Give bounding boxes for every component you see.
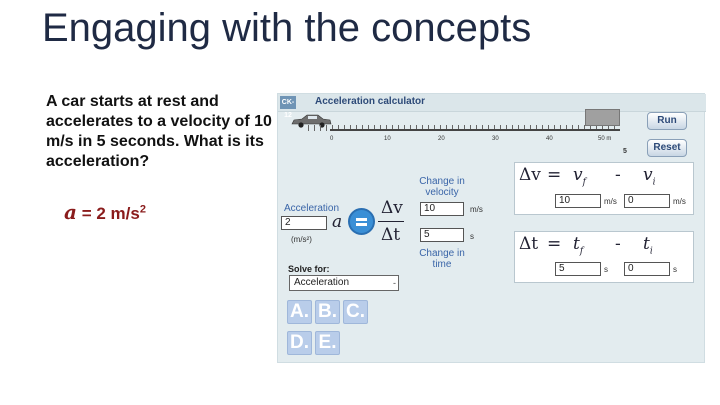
ti-subscript: i xyxy=(649,246,653,257)
tick-label: 10 xyxy=(384,136,391,142)
change-in-time-label: Change in time xyxy=(419,248,465,270)
dropdown-arrow-icon: - xyxy=(393,278,396,288)
ti-symbol: ti xyxy=(643,234,653,256)
vi-subscript: i xyxy=(652,177,656,188)
track-ruler xyxy=(308,125,620,131)
velocity-panel: Δv = vf - vi 10 m/s 0 m/s xyxy=(514,162,694,215)
denominator-delta-t: Δt xyxy=(381,225,401,245)
solve-for-select[interactable]: Acceleration - xyxy=(289,275,399,291)
final-velocity-unit: m/s xyxy=(604,197,617,206)
minus-sign: - xyxy=(615,165,621,185)
applet-title: Acceleration calculator xyxy=(315,96,426,107)
final-time-unit: s xyxy=(604,265,608,274)
initial-velocity-input[interactable]: 0 xyxy=(624,194,670,208)
delta-t-input[interactable]: 5 xyxy=(420,228,464,242)
acceleration-unit: (m/s²) xyxy=(291,235,312,244)
answer-symbol: a xyxy=(64,200,77,224)
choice-b-button[interactable]: B. xyxy=(315,300,340,324)
acceleration-calculator-applet: CK-12 Acceleration calculator 0 10 20 30… xyxy=(277,93,706,363)
acceleration-input[interactable]: 2 xyxy=(281,216,327,230)
distance-display xyxy=(585,109,620,126)
final-time-input[interactable]: 5 xyxy=(555,262,601,276)
tick-label: 30 xyxy=(492,136,499,142)
answer-text: a = 2 m/s2 xyxy=(64,200,146,224)
run-button[interactable]: Run xyxy=(647,112,687,130)
reset-button[interactable]: Reset xyxy=(647,139,687,157)
delta-t-symbol: Δt xyxy=(519,234,539,254)
ck12-logo: CK-12 xyxy=(280,96,296,119)
delta-v-symbol: Δv xyxy=(519,165,541,185)
solve-for-label: Solve for: xyxy=(288,264,330,274)
vi-letter: v xyxy=(643,165,653,185)
vf-letter: v xyxy=(573,165,583,185)
initial-time-unit: s xyxy=(673,265,677,274)
tf-symbol: tf xyxy=(573,234,583,256)
tf-letter: t xyxy=(573,234,580,254)
a-symbol: a xyxy=(332,212,343,232)
vf-symbol: vf xyxy=(573,165,586,187)
initial-time-input[interactable]: 0 xyxy=(624,262,670,276)
vi-symbol: vi xyxy=(643,165,656,187)
numerator-delta-v: Δv xyxy=(381,198,403,218)
equals-circle-icon xyxy=(348,208,375,235)
tf-subscript: f xyxy=(579,246,584,257)
delta-t-unit: s xyxy=(470,232,474,241)
vf-subscript: f xyxy=(582,177,586,188)
solve-for-selected: Acceleration xyxy=(294,277,350,288)
delta-v-input[interactable]: 10 xyxy=(420,202,464,216)
time-panel: Δt = tf - ti 5 s 0 s xyxy=(514,231,694,283)
choice-c-button[interactable]: C. xyxy=(343,300,368,324)
ti-letter: t xyxy=(643,234,650,254)
choice-d-button[interactable]: D. xyxy=(287,331,312,355)
choice-a-button[interactable]: A. xyxy=(287,300,312,324)
delta-v-unit: m/s xyxy=(470,205,483,214)
acceleration-label: Acceleration xyxy=(284,203,340,214)
change-in-velocity-label: Change in velocity xyxy=(419,176,465,198)
tick-label: 0 xyxy=(330,136,334,142)
tick-label: 40 xyxy=(546,136,553,142)
equals-sign: = xyxy=(547,234,562,254)
minus-sign: - xyxy=(615,234,621,254)
slide-title: Engaging with the concepts xyxy=(42,6,532,50)
track-extra-label: 5 xyxy=(623,148,627,155)
answer-exponent: 2 xyxy=(139,203,146,216)
choice-e-button[interactable]: E. xyxy=(315,331,340,355)
question-text: A car starts at rest and accelerates to … xyxy=(46,93,272,170)
equals-sign: = xyxy=(547,165,562,185)
tick-label: 50 m xyxy=(598,136,612,142)
final-velocity-input[interactable]: 10 xyxy=(555,194,601,208)
answer-value: = 2 m/s xyxy=(76,204,140,223)
initial-velocity-unit: m/s xyxy=(673,197,686,206)
track-line xyxy=(330,129,620,131)
fraction-bar xyxy=(378,221,404,222)
applet-header: CK-12 Acceleration calculator xyxy=(278,94,706,119)
tick-label: 20 xyxy=(438,136,445,142)
